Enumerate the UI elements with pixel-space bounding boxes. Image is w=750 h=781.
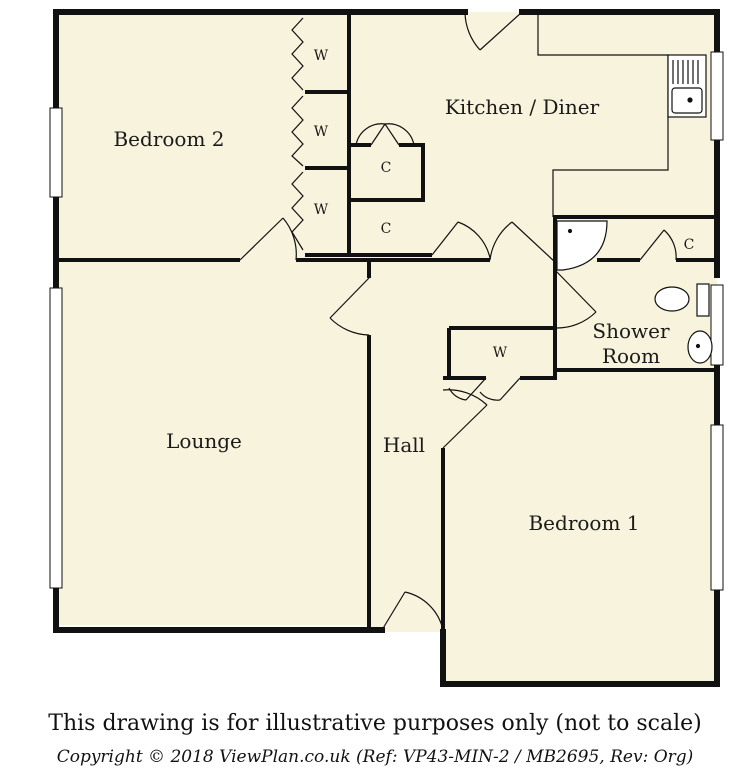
copyright-text: Copyright © 2018 ViewPlan.co.uk (Ref: VP… xyxy=(56,747,694,767)
cupboard-label: C xyxy=(381,160,392,176)
toilet-icon xyxy=(654,283,710,317)
bedroom1-label: Bedroom 1 xyxy=(528,511,639,535)
door-cupboard-kitchen xyxy=(431,221,491,259)
bedroom2-label: Bedroom 2 xyxy=(113,127,224,151)
window-lounge xyxy=(49,287,63,589)
door-hall-kitchen xyxy=(489,221,597,329)
floor-plan: Bedroom 2 Kitchen / Diner Lounge Hall Be… xyxy=(49,9,724,687)
floor-bedroom1 xyxy=(443,378,717,682)
window-bedroom1 xyxy=(710,424,724,591)
wardrobe-label: W xyxy=(493,345,508,361)
kitchen-label: Kitchen / Diner xyxy=(445,95,600,119)
lounge-label: Lounge xyxy=(166,429,242,453)
wardrobe-label: W xyxy=(314,48,329,64)
window-shower xyxy=(710,284,724,366)
cupboard-label: C xyxy=(684,237,695,253)
door-shower-cupboard xyxy=(639,229,677,261)
wardrobe-doors xyxy=(291,17,304,251)
washbasin-icon xyxy=(687,330,713,364)
hall-label: Hall xyxy=(383,433,425,457)
shower-tray-icon xyxy=(556,220,608,271)
exterior-walls xyxy=(53,9,720,687)
kitchen-sink-icon xyxy=(667,54,707,118)
windows xyxy=(49,51,724,591)
shower-room-label-line2: Room xyxy=(602,344,660,368)
fixtures xyxy=(556,54,713,364)
window-bedroom2 xyxy=(49,107,63,198)
window-kitchen xyxy=(710,51,724,141)
shower-room-label-line1: Shower xyxy=(592,319,670,343)
door-bedroom2 xyxy=(239,217,297,261)
door-cupboard-upper xyxy=(355,123,415,146)
door-hall-lounge xyxy=(329,277,370,336)
disclaimer-text: This drawing is for illustrative purpose… xyxy=(48,711,702,736)
interior-walls xyxy=(56,12,717,630)
wardrobe-label: W xyxy=(314,202,329,218)
doors xyxy=(239,11,677,631)
door-bedroom1 xyxy=(442,389,488,449)
door-front xyxy=(381,591,444,631)
cupboard-label: C xyxy=(381,221,392,237)
wardrobe-label: W xyxy=(314,124,329,140)
door-kitchen-external xyxy=(464,11,523,51)
floor-area xyxy=(56,12,717,682)
door-wardrobe-hall xyxy=(448,377,521,401)
